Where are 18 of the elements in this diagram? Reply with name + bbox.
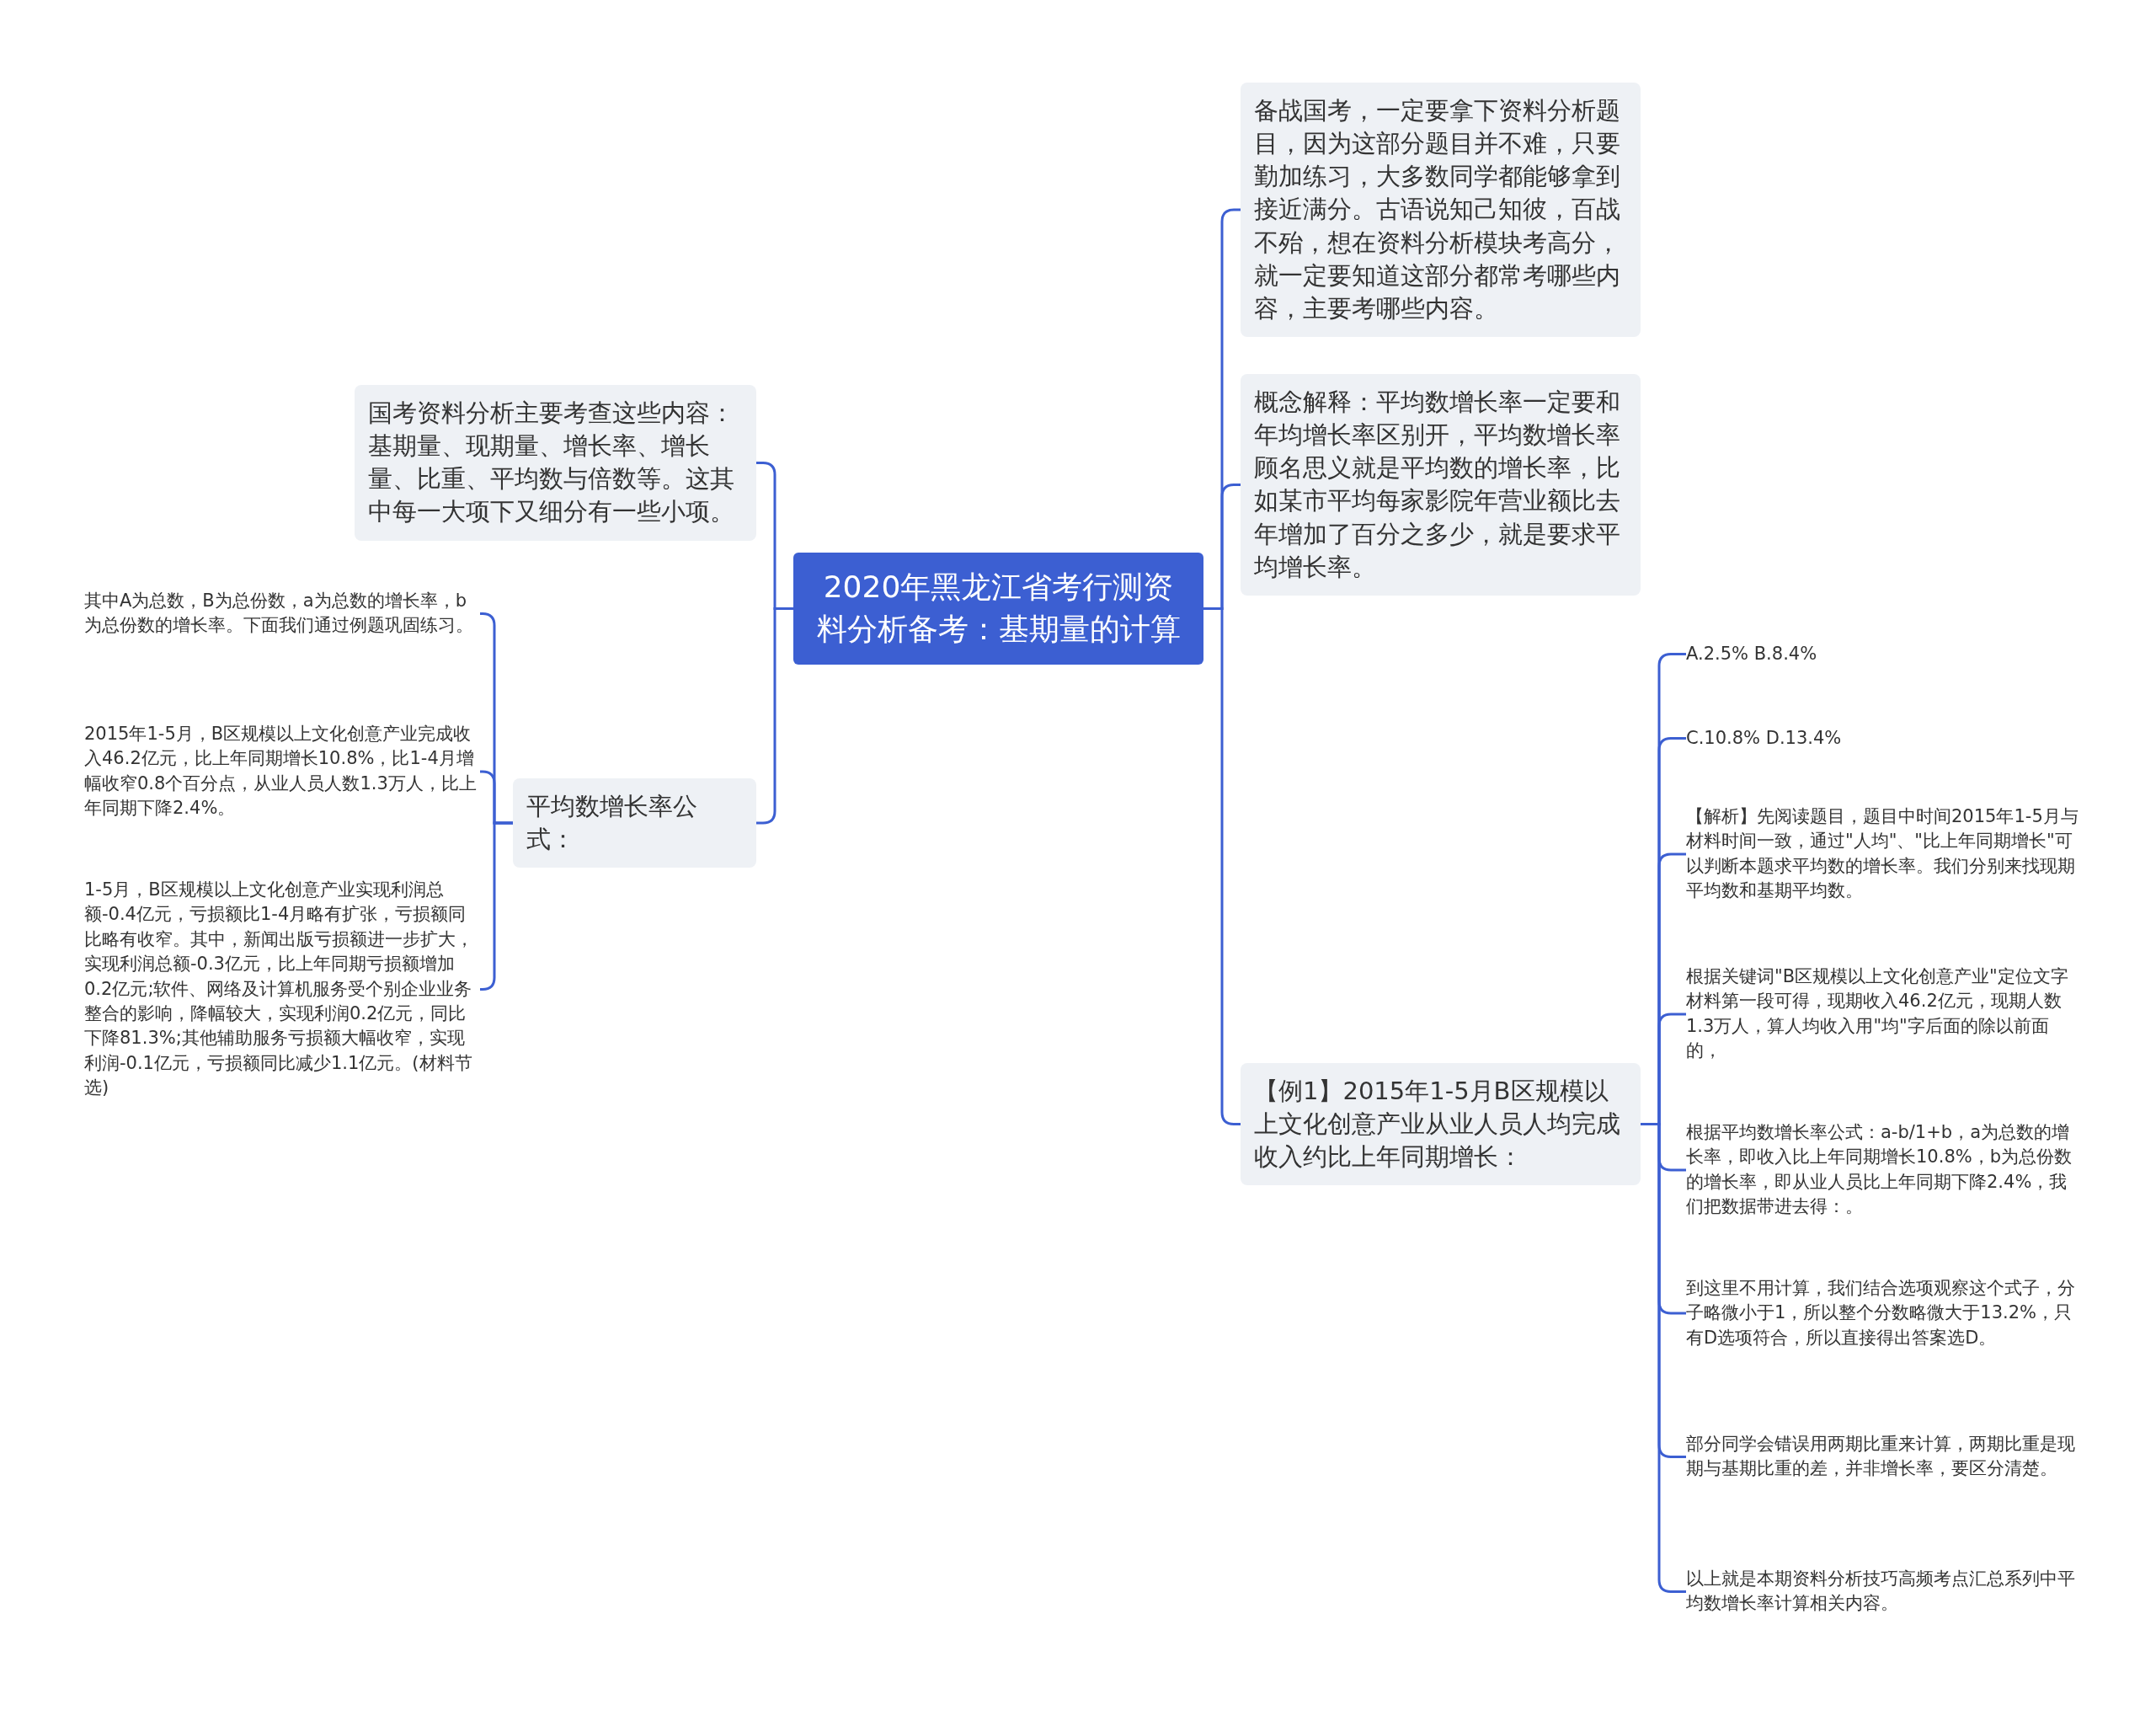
topic-box: 平均数增长率公式： (513, 778, 756, 868)
note-text: 部分同学会错误用两期比重来计算，两期比重是现期与基期比重的差，并非增长率，要区分清楚。 (1686, 1432, 2082, 1482)
topic-box: 【例1】2015年1-5月B区规模以上文化创意产业从业人员人均完成收入约比上年同期增长： (1241, 1063, 1641, 1186)
note-text: 根据平均数增长率公式：a-b/1+b，a为总数的增长率，即收入比上年同期增长10.8%，b为总份数的增长率，即从业人员比上年同期下降2.4%，我们把数据带进去得：。 (1686, 1120, 2082, 1220)
topic-box: 备战国考，一定要拿下资料分析题目，因为这部分题目并不难，只要勤加练习，大多数同学都能够拿到接近满分。古语说知己知彼，百战不殆，想在资料分析模块考高分，就一定要知道这部分都常考哪些内容，主要考哪些内容。 (1241, 83, 1641, 337)
note-text: 【解析】先阅读题目，题目中时间2015年1-5月与材料时间一致，通过"人均"、"比上年同期增长"可以判断本题求平均数的增长率。我们分别来找现期平均数和基期平均数。 (1686, 804, 2082, 904)
note-text: 到这里不用计算，我们结合选项观察这个式子，分子略微小于1，所以整个分数略微大于13.2%，只有D选项符合，所以直接得出答案选D。 (1686, 1276, 2082, 1351)
note-text: 其中A为总数，B为总份数，a为总数的增长率，b为总份数的增长率。下面我们通过例题巩固练习。 (84, 589, 480, 639)
topic-box: 概念解释：平均数增长率一定要和年均增长率区别开，平均数增长率顾名思义就是平均数的增长率，比如某市平均每家影院年营业额比去年增加了百分之多少，就是要求平均增长率。 (1241, 374, 1641, 596)
note-text: 2015年1-5月，B区规模以上文化创意产业完成收入46.2亿元，比上年同期增长10.8%，比1-4月增幅收窄0.8个百分点，从业人员人数1.3万人，比上年同期下降2.4%。 (84, 722, 480, 821)
note-text: 1-5月，B区规模以上文化创意产业实现利润总额-0.4亿元，亏损额比1-4月略有扩张，亏损额同比略有收窄。其中，新闻出版亏损额进一步扩大，实现利润总额-0.3亿元，比上年同期亏损额增加0.2亿元;软件、网络及计算机服务受个别企业业务整合的影响，降幅较大，实现利润0.2亿元，同比下降81.3%;其他辅助服务亏损额大幅收窄，实现利润-0.1亿元，亏损额同比减少1.1亿元。(材料节选) (84, 878, 480, 1101)
topic-box: 国考资料分析主要考查这些内容：基期量、现期量、增长率、增长量、比重、平均数与倍数等。这其中每一大项下又细分有一些小项。 (355, 385, 756, 541)
note-text: 根据关键词"B区规模以上文化创意产业"定位文字材料第一段可得，现期收入46.2亿元，现期人数1.3万人，算人均收入用"均"字后面的除以前面的， (1686, 965, 2082, 1064)
connector-line (756, 607, 793, 825)
note-text: A.2.5% B.8.4% (1686, 642, 2082, 667)
note-text: 以上就是本期资料分析技巧高频考点汇总系列中平均数增长率计算相关内容。 (1686, 1567, 2082, 1616)
central-topic-box: 2020年黑龙江省考行测资料分析备考：基期量的计算 (793, 553, 1203, 665)
note-text: C.10.8% D.13.4% (1686, 726, 2082, 751)
